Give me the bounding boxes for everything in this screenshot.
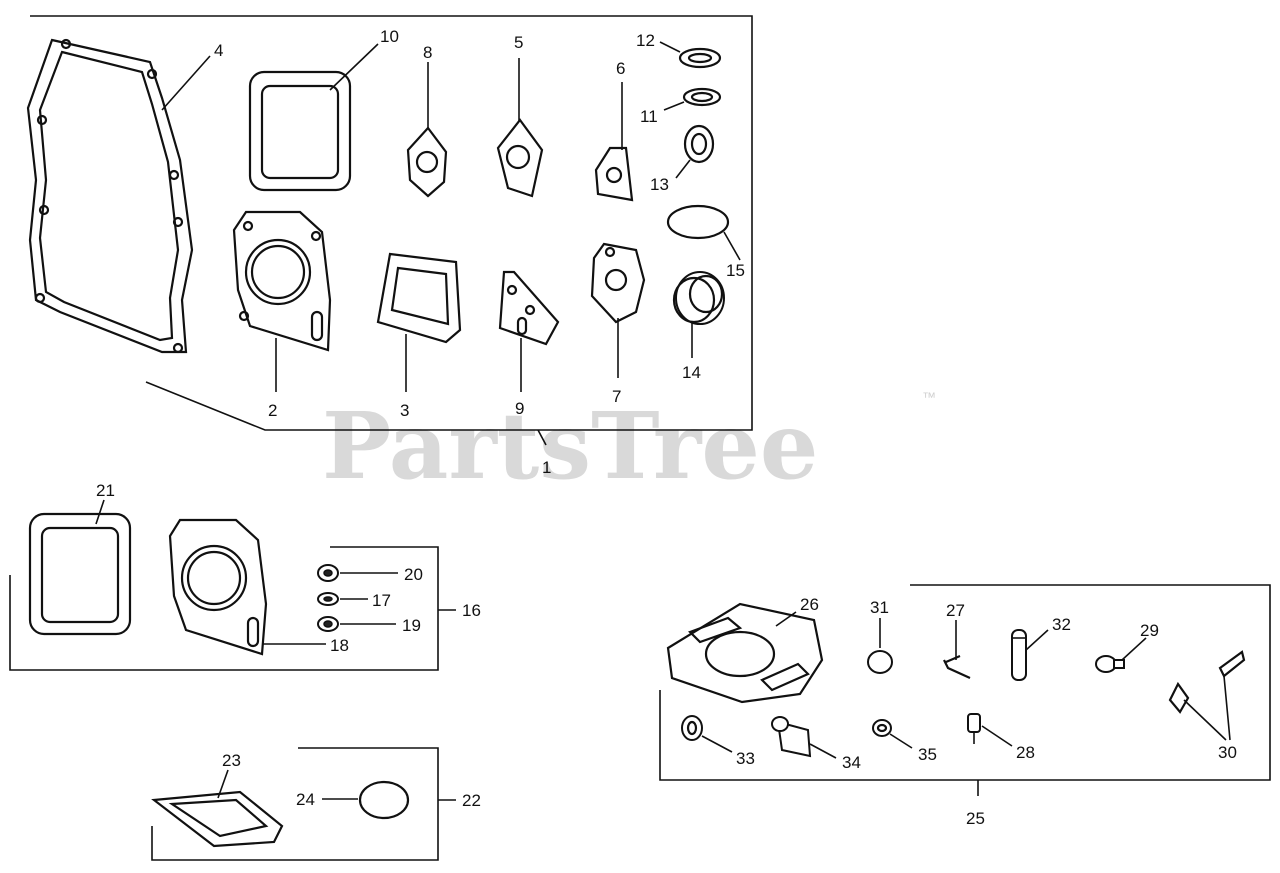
part-34-bushing[interactable] xyxy=(771,716,812,758)
leader-33 xyxy=(701,735,733,753)
part-20-nut[interactable] xyxy=(317,564,339,582)
leader-23 xyxy=(217,769,229,799)
leader-29 xyxy=(1121,637,1147,661)
part-3-gasket[interactable] xyxy=(376,252,462,344)
part-24-o-ring[interactable] xyxy=(358,780,410,820)
part-31-plug[interactable] xyxy=(867,650,893,674)
label-4: 4 xyxy=(214,41,223,60)
part-5-gasket[interactable] xyxy=(496,118,544,198)
label-2: 2 xyxy=(268,401,277,420)
leader-26 xyxy=(775,611,797,627)
label-25: 25 xyxy=(966,809,985,828)
label-11: 11 xyxy=(640,107,658,126)
label-3: 3 xyxy=(400,401,409,420)
part-35-washer[interactable] xyxy=(872,719,892,737)
label-10: 10 xyxy=(380,27,399,46)
leader-13 xyxy=(675,159,691,179)
leader-21 xyxy=(95,499,105,525)
label-28: 28 xyxy=(1016,743,1035,762)
kit-25-bracket xyxy=(659,584,1271,781)
leader-32 xyxy=(1025,629,1049,651)
leader-34 xyxy=(809,743,837,759)
label-9: 9 xyxy=(515,399,524,418)
label-21: 21 xyxy=(96,481,115,500)
label-19: 19 xyxy=(402,616,421,635)
part-21-valve-cover-gasket[interactable] xyxy=(28,512,132,636)
part-11-washer[interactable] xyxy=(682,87,722,107)
part-4-crankcase-gasket[interactable] xyxy=(26,38,194,354)
label-22: 22 xyxy=(462,791,481,810)
leader-10 xyxy=(329,43,379,91)
watermark-trademark: ™ xyxy=(922,389,936,405)
part-2-head-gasket[interactable] xyxy=(232,210,332,352)
part-12-washer[interactable] xyxy=(678,47,722,69)
leader-28 xyxy=(981,725,1013,747)
label-17: 17 xyxy=(372,591,391,610)
watermark-text: PartsTree xyxy=(322,392,818,500)
kit-1-leader xyxy=(537,429,547,446)
part-7-gasket[interactable] xyxy=(590,242,646,324)
leader-11 xyxy=(663,101,685,111)
part-29-screw[interactable] xyxy=(1095,655,1125,673)
part-14-bearing[interactable] xyxy=(672,271,725,325)
label-20: 20 xyxy=(404,565,423,584)
kit-22-bracket xyxy=(151,747,439,861)
part-26-carburetor-gasket[interactable] xyxy=(666,602,824,704)
part-23-gasket[interactable] xyxy=(151,790,284,848)
label-18: 18 xyxy=(330,636,349,655)
label-23: 23 xyxy=(222,751,241,770)
label-16: 16 xyxy=(462,601,481,620)
label-30: 30 xyxy=(1218,743,1237,762)
label-33: 33 xyxy=(736,749,755,768)
label-32: 32 xyxy=(1052,615,1071,634)
label-27: 27 xyxy=(946,601,965,620)
leader-4 xyxy=(161,55,211,111)
label-31: 31 xyxy=(870,598,889,617)
part-30-idle-screw-and-spring[interactable] xyxy=(1168,650,1246,741)
part-15-o-ring[interactable] xyxy=(666,204,730,240)
part-9-plate[interactable] xyxy=(498,270,560,346)
part-27-pin[interactable] xyxy=(943,654,971,680)
label-35: 35 xyxy=(918,745,937,764)
part-19-washer[interactable] xyxy=(317,616,339,632)
label-24: 24 xyxy=(296,790,315,809)
part-28-needle[interactable] xyxy=(967,713,981,744)
label-8: 8 xyxy=(423,43,432,62)
label-6: 6 xyxy=(616,59,625,78)
leader-12 xyxy=(659,41,681,53)
label-5: 5 xyxy=(514,33,523,52)
kit-1-bracket xyxy=(30,15,753,431)
part-18-head-gasket[interactable] xyxy=(168,518,268,656)
label-26: 26 xyxy=(800,595,819,614)
leader-15 xyxy=(723,231,741,261)
part-8-gasket[interactable] xyxy=(406,126,448,198)
part-32-tube[interactable] xyxy=(1011,629,1027,681)
label-29: 29 xyxy=(1140,621,1159,640)
part-13-seal[interactable] xyxy=(683,124,715,164)
part-6-gasket[interactable] xyxy=(594,146,634,202)
part-33-seal[interactable] xyxy=(681,715,703,741)
leader-35 xyxy=(889,733,913,749)
label-12: 12 xyxy=(636,31,655,50)
kit-16-bracket xyxy=(9,546,439,671)
label-14: 14 xyxy=(682,363,701,382)
label-15: 15 xyxy=(726,261,745,280)
label-13: 13 xyxy=(650,175,669,194)
label-34: 34 xyxy=(842,753,861,772)
label-7: 7 xyxy=(612,387,621,406)
part-10-valve-cover-gasket[interactable] xyxy=(248,70,352,192)
part-17-retainer[interactable] xyxy=(317,592,339,606)
label-1: 1 xyxy=(542,458,551,477)
